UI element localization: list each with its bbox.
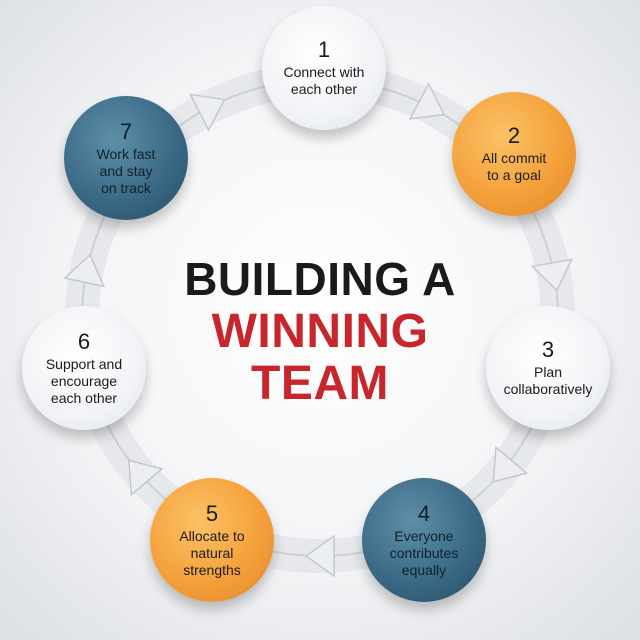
step-6-number: 6 bbox=[77, 328, 91, 354]
cycle-arrow-2 bbox=[530, 258, 573, 292]
step-3-label: Plan collaboratively bbox=[503, 364, 593, 397]
cycle-arrows bbox=[63, 82, 573, 578]
step-6-label: Support and encourage each other bbox=[45, 355, 123, 406]
step-4-number: 4 bbox=[417, 500, 431, 526]
cycle-arrow-4 bbox=[304, 534, 335, 578]
step-2-label: All commit to a goal bbox=[481, 150, 547, 183]
step-3-circle: 3 Plan collaboratively bbox=[486, 306, 610, 430]
step-4-circle: 4 Everyone contributes equally bbox=[362, 478, 486, 602]
step-7-circle: 7 Work fast and stay on track bbox=[64, 96, 188, 220]
step-6-circle: 6 Support and encourage each other bbox=[22, 306, 146, 430]
cycle-arrow-3 bbox=[492, 445, 529, 483]
step-1-number: 1 bbox=[317, 37, 331, 62]
cycle-arrow-5 bbox=[127, 459, 164, 497]
title-line-3: TEAM bbox=[251, 357, 389, 410]
step-3-number: 3 bbox=[541, 337, 555, 362]
step-1-circle: 1 Connect with each other bbox=[262, 6, 386, 130]
step-4-label: Everyone contributes equally bbox=[389, 527, 459, 578]
cycle-arrow-7 bbox=[189, 93, 226, 132]
title-line-2: WINNING bbox=[211, 305, 429, 358]
cycle-arrow-6 bbox=[63, 253, 106, 288]
step-2-number: 2 bbox=[507, 123, 521, 148]
title-line-1: BUILDING A bbox=[184, 253, 456, 305]
step-1-label: Connect with each other bbox=[283, 64, 365, 97]
step-7-label: Work fast and stay on track bbox=[96, 145, 156, 196]
step-2-circle: 2 All commit to a goal bbox=[452, 92, 576, 216]
step-7-number: 7 bbox=[119, 118, 133, 144]
cycle-arrow-1 bbox=[408, 82, 446, 120]
step-5-circle: 5 Allocate to natural strengths bbox=[150, 478, 274, 602]
step-5-label: Allocate to natural strengths bbox=[179, 527, 245, 578]
step-5-number: 5 bbox=[205, 500, 219, 526]
